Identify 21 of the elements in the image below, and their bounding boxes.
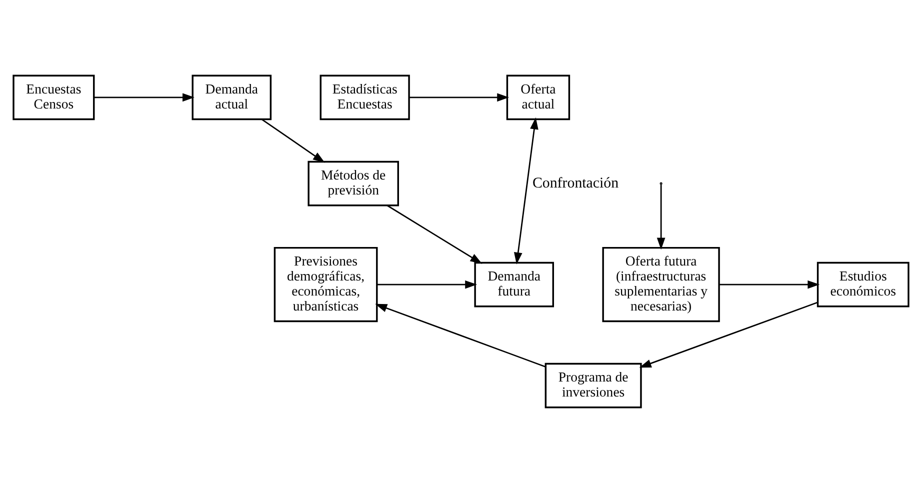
arrow [261, 118, 325, 162]
arrow [409, 92, 510, 102]
arrow [375, 303, 546, 367]
node-box: Encuestas Censos [12, 74, 95, 120]
node-box: Demanda futura [474, 261, 554, 307]
arrow [514, 116, 538, 264]
node-box: Estudios económicos [816, 261, 910, 307]
node-box: Estadísticas Encuestas [320, 74, 410, 120]
node-box: Demanda actual [192, 74, 272, 120]
arrow [719, 280, 820, 288]
edge-label: Confrontación [532, 174, 619, 191]
node-box: Métodos de previsión [308, 160, 399, 206]
arrow [639, 301, 818, 368]
node-box: Previsiones demográficas, económicas, urbanísticas [274, 246, 378, 322]
arrow [376, 280, 478, 288]
node-box: Programa de inversiones [544, 362, 642, 408]
arrow [386, 204, 482, 264]
arrow [656, 184, 666, 250]
arrow [94, 92, 194, 102]
node-box: Oferta actual [506, 74, 570, 120]
node-box: Oferta futura (infraestructuras suplementarias y necesarias) [602, 246, 720, 322]
